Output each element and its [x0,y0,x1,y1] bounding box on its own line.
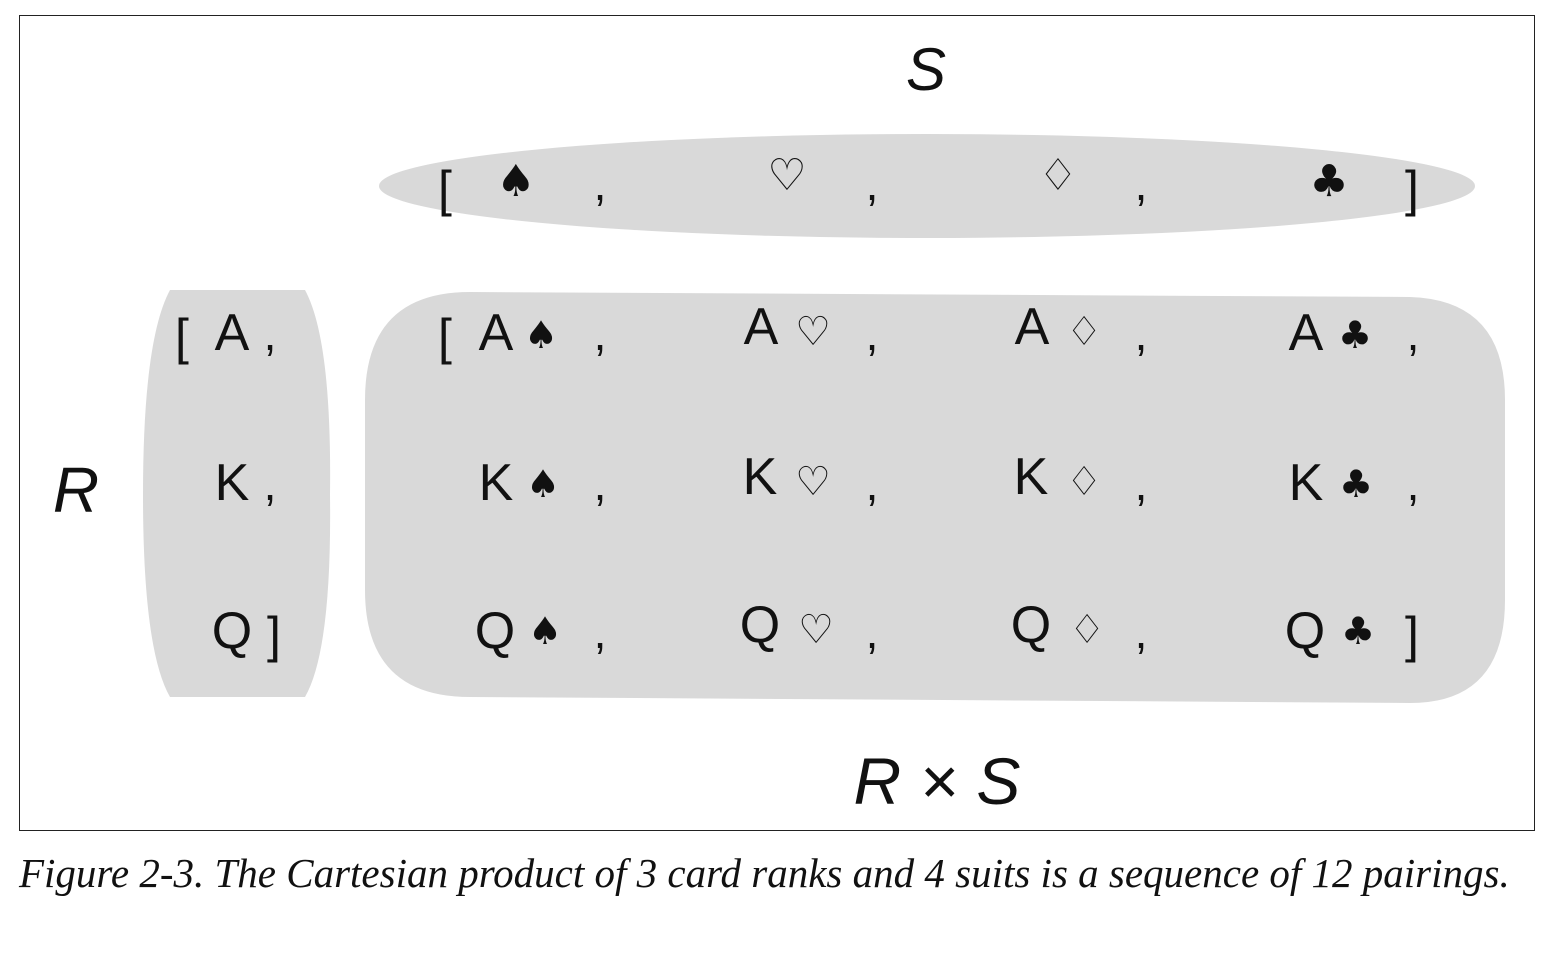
spade-icon: ♠ [524,313,558,357]
suits-close-bracket: ] [1405,161,1419,217]
suits-separator: , [1135,158,1148,210]
diamond-icon: ♢ [1069,607,1105,653]
spade-icon: ♠ [496,156,535,207]
pair-separator: , [1135,308,1148,360]
cartesian-product-diagram: S R R × S [ ♠ , ♡ , ♢ , ♣ ] [ A , K , Q … [53,36,1505,818]
ranks-separator: , [264,458,277,510]
pair-rank: K [479,454,514,512]
ranks-set-blob [143,290,331,697]
product-open-bracket: [ [438,309,452,365]
heart-icon: ♡ [795,459,831,505]
pair-separator: , [1135,606,1148,658]
ranks-separator: , [264,308,277,360]
product-set-blob [365,292,1505,703]
pair-rank: Q [740,596,780,654]
pair-separator: , [1407,458,1420,510]
pair-rank: Q [1285,602,1325,660]
suits-separator: , [594,158,607,210]
pair-rank: A [744,298,779,356]
pair-separator: , [866,458,879,510]
club-icon: ♣ [1341,609,1375,653]
rank-ace: A [215,304,250,362]
pair-separator: , [594,308,607,360]
set-r-label: R [53,454,99,526]
rank-queen: Q [212,602,252,660]
pair-rank: Q [475,602,515,660]
product-label: R × S [854,744,1021,818]
spade-icon: ♠ [528,609,562,653]
suits-set-blob [379,134,1475,238]
heart-icon: ♡ [795,309,831,355]
suits-separator: , [866,158,879,210]
diamond-icon: ♢ [1038,150,1077,201]
suits-open-bracket: [ [438,161,452,217]
club-icon: ♣ [1339,462,1373,506]
diamond-icon: ♢ [1066,309,1102,355]
pair-rank: A [1289,304,1324,362]
pair-rank: K [1014,448,1049,506]
heart-icon: ♡ [767,150,806,201]
product-close-bracket: ] [1405,607,1419,663]
club-icon: ♣ [1338,313,1372,357]
club-icon: ♣ [1309,156,1348,207]
pair-separator: , [866,308,879,360]
figure-caption: Figure 2-3. The Cartesian product of 3 c… [19,850,1510,896]
pair-rank: Q [1011,596,1051,654]
set-s-label: S [906,36,946,103]
pair-separator: , [1407,308,1420,360]
pair-separator: , [594,458,607,510]
spade-icon: ♠ [526,462,560,506]
ranks-close-bracket: ] [267,607,281,663]
pair-rank: K [1289,454,1324,512]
rank-king: K [215,454,250,512]
pair-separator: , [866,606,879,658]
pair-separator: , [594,606,607,658]
pair-rank: K [743,448,778,506]
ranks-open-bracket: [ [175,309,189,365]
pair-rank: A [479,304,514,362]
diamond-icon: ♢ [1066,459,1102,505]
pair-separator: , [1135,458,1148,510]
heart-icon: ♡ [798,607,834,653]
pair-rank: A [1015,298,1050,356]
